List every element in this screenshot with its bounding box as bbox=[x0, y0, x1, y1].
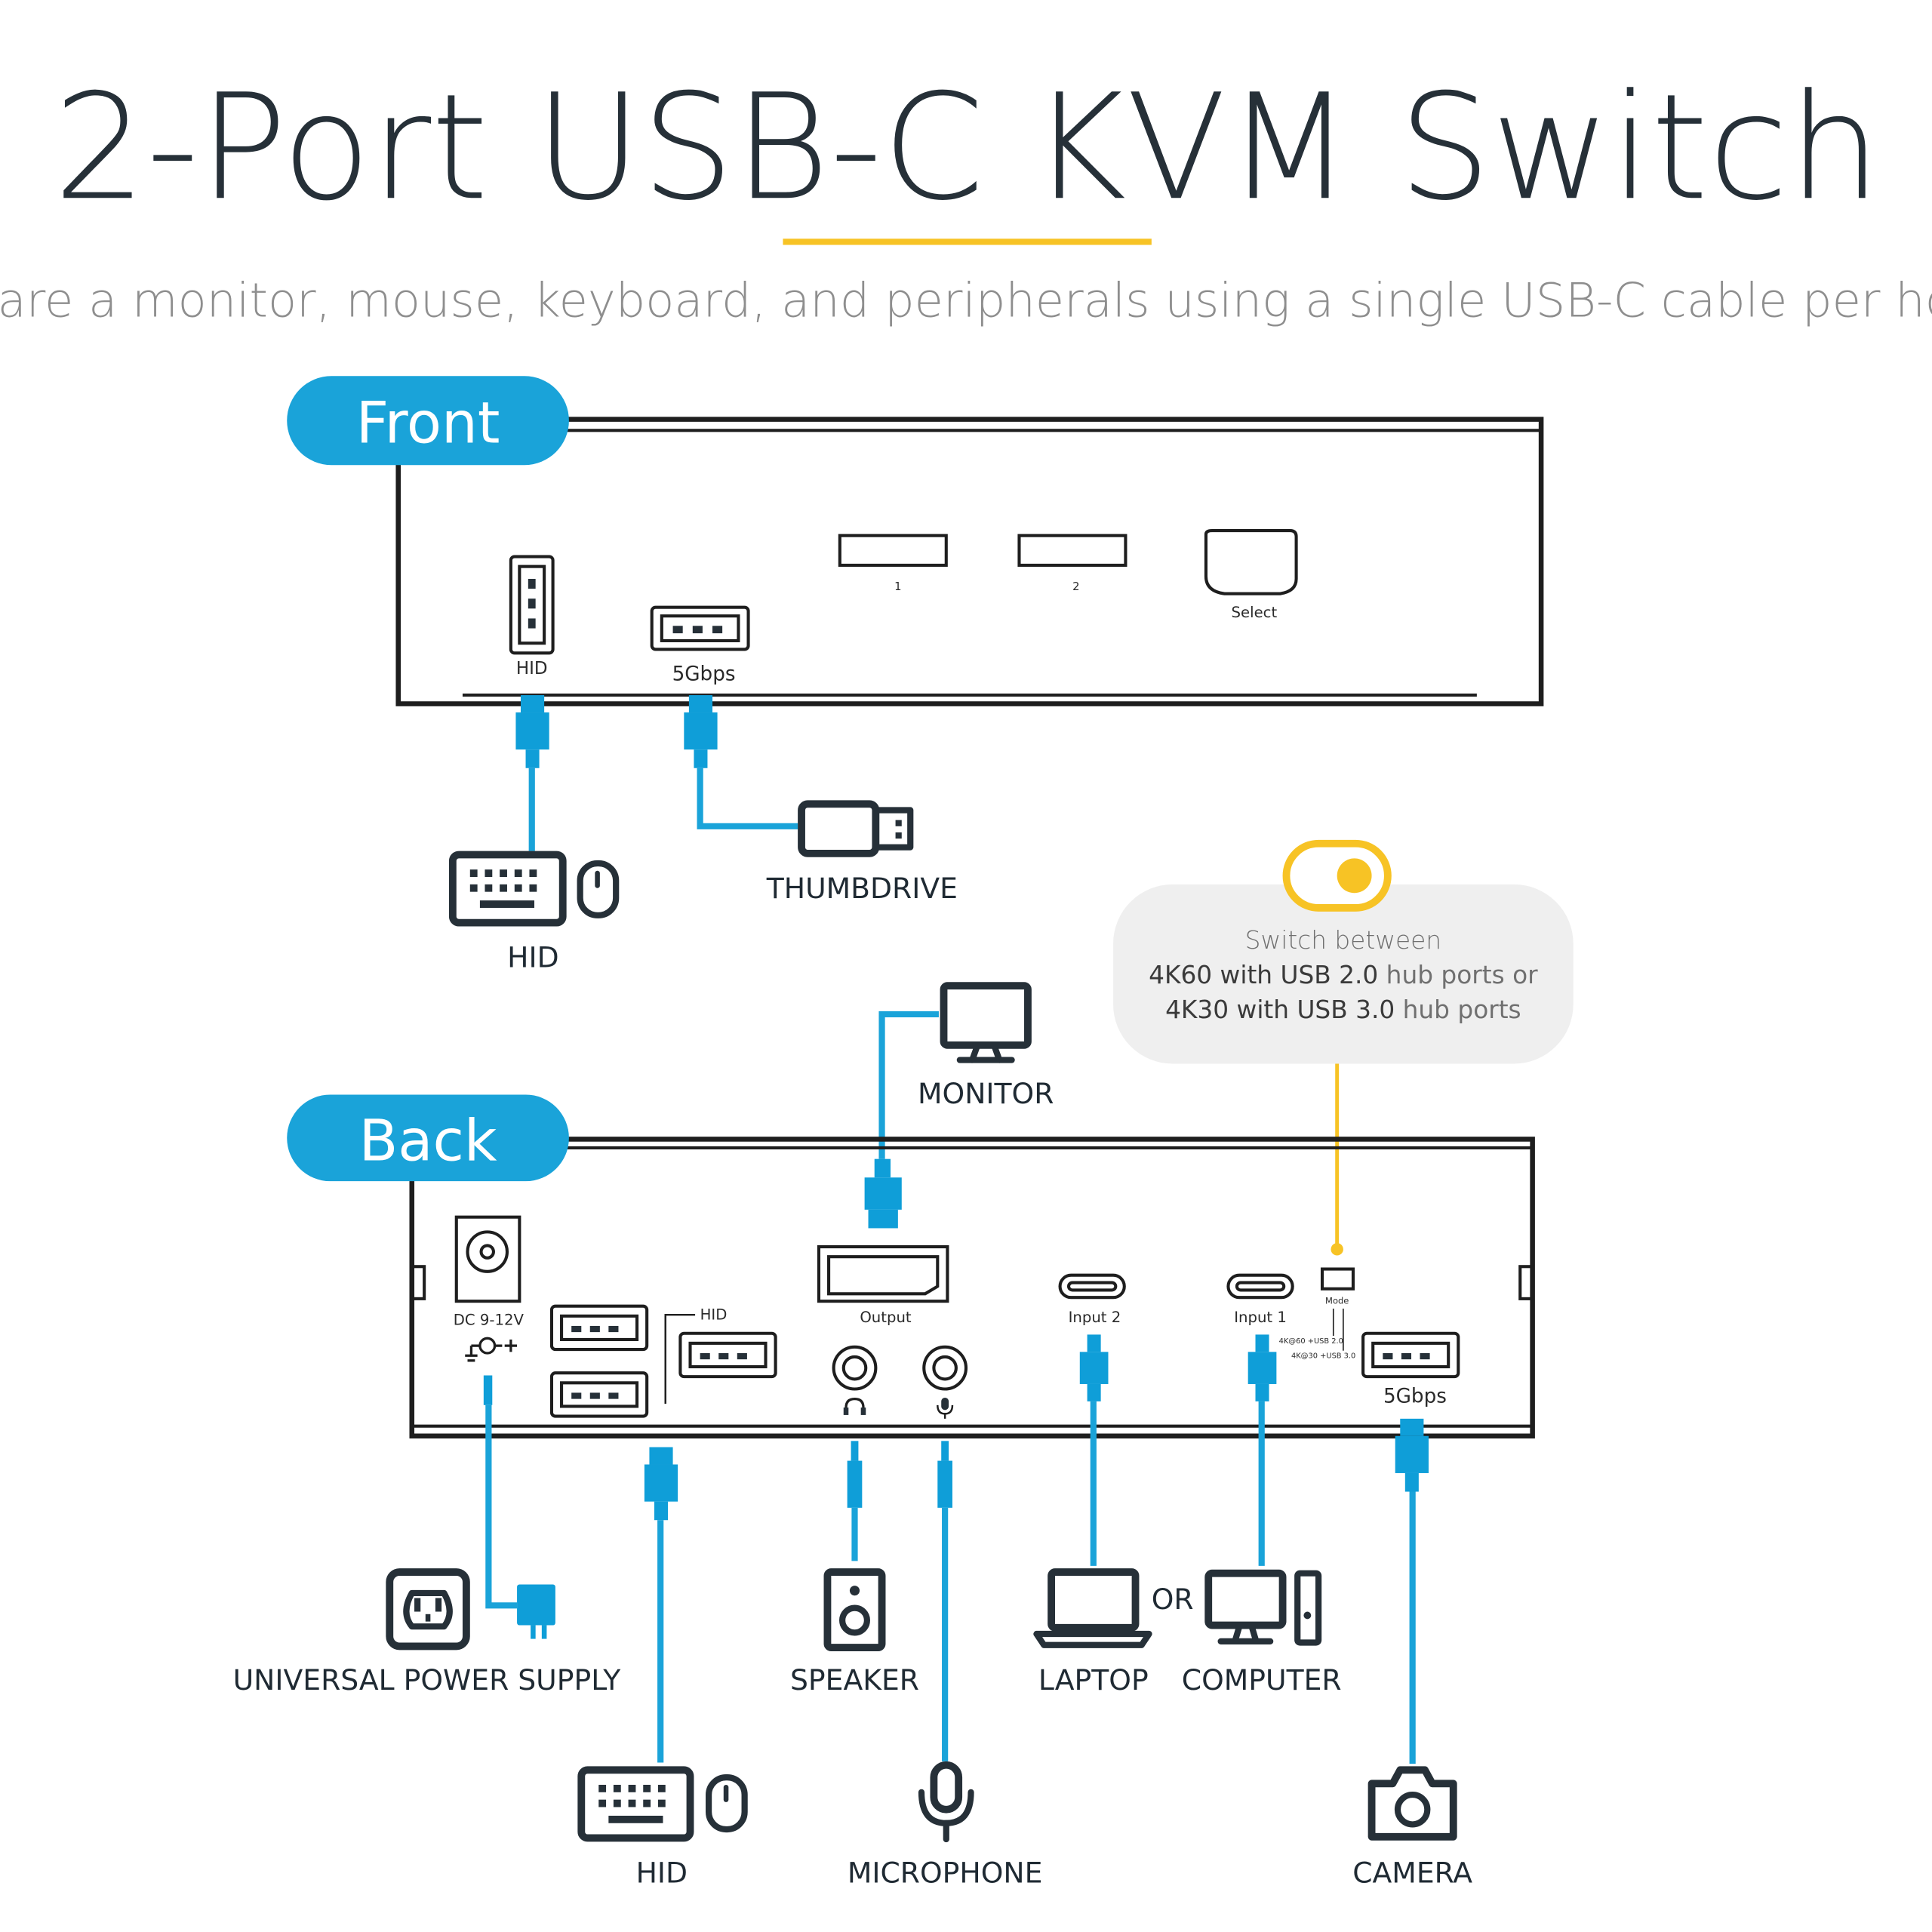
camera-device: CAMERA bbox=[1352, 1766, 1472, 1889]
camera-label: CAMERA bbox=[1352, 1856, 1472, 1889]
back-hid-port-top[interactable] bbox=[549, 1304, 649, 1352]
select-button[interactable] bbox=[1204, 529, 1298, 595]
mode-note-box bbox=[1113, 884, 1574, 1064]
mode-option-1: 4K@60 +USB 2.0 bbox=[1279, 1337, 1343, 1346]
headphone-jack[interactable] bbox=[832, 1345, 878, 1391]
microphone-label: MICROPHONE bbox=[848, 1856, 1043, 1889]
thumbdrive-icon bbox=[798, 800, 914, 857]
displayport-plug bbox=[864, 1158, 902, 1229]
input-1-port-inner bbox=[1235, 1281, 1286, 1292]
back-heading-pill bbox=[287, 1094, 569, 1182]
back-5gbps-port[interactable] bbox=[1361, 1331, 1460, 1379]
microphone-device: MICROPHONE bbox=[848, 1761, 1043, 1889]
toggle-icon bbox=[1282, 839, 1392, 912]
or-label: OR bbox=[1152, 1583, 1194, 1616]
mic-jack-icon bbox=[937, 1397, 954, 1419]
camera-icon bbox=[1367, 1766, 1457, 1841]
front-cables bbox=[515, 695, 798, 851]
port-1-button[interactable] bbox=[838, 534, 948, 568]
select-label: Select bbox=[1232, 604, 1278, 621]
computer-device: COMPUTER bbox=[1182, 1569, 1342, 1697]
back-hid-port-bottom[interactable] bbox=[549, 1371, 649, 1418]
keyboard-icon bbox=[448, 851, 567, 927]
laptop-label: LAPTOP bbox=[1038, 1663, 1149, 1697]
back-heading: Back bbox=[359, 1107, 497, 1174]
dc-polarity-icon bbox=[465, 1337, 518, 1362]
back-right-tab bbox=[1518, 1265, 1534, 1300]
desktop-computer-icon bbox=[1204, 1569, 1322, 1646]
outlet-icon bbox=[386, 1568, 470, 1651]
displayport-output[interactable] bbox=[817, 1244, 949, 1303]
power-adapter-icon bbox=[517, 1584, 555, 1639]
front-5gbps-port[interactable] bbox=[650, 605, 750, 651]
mode-note-line2: 4K60 with USB 2.0 hub ports or bbox=[1149, 961, 1538, 989]
mode-note-line3: 4K30 with USB 3.0 hub ports bbox=[1165, 995, 1521, 1024]
front-5gbps-label: 5Gbps bbox=[672, 663, 736, 685]
front-hid-device: HID bbox=[448, 851, 620, 974]
keyboard-icon bbox=[577, 1766, 694, 1842]
port-2-label: 2 bbox=[1072, 580, 1079, 593]
front-chassis bbox=[395, 417, 1544, 706]
microphone-icon bbox=[918, 1761, 974, 1843]
port-2-button[interactable] bbox=[1017, 534, 1128, 568]
back-hid-port-right[interactable] bbox=[678, 1331, 777, 1379]
monitor-label: MONITOR bbox=[918, 1077, 1054, 1110]
page-title: 2-Port USB-C KVM Switch bbox=[54, 62, 1881, 232]
mode-note-line1: Switch between bbox=[1245, 926, 1441, 955]
speaker-icon bbox=[823, 1568, 886, 1651]
mic-jack[interactable] bbox=[922, 1345, 968, 1391]
dc-label: DC 9-12V bbox=[454, 1311, 525, 1328]
mouse-icon bbox=[706, 1774, 748, 1833]
mode-note: Switch between 4K60 with USB 2.0 hub por… bbox=[1113, 839, 1574, 1256]
speaker-label: SPEAKER bbox=[790, 1663, 919, 1697]
input-2-port[interactable] bbox=[1058, 1273, 1126, 1300]
port-1-label: 1 bbox=[894, 580, 901, 593]
thumbdrive-label: THUMBDRIVE bbox=[766, 872, 958, 905]
input-1-port[interactable] bbox=[1226, 1273, 1294, 1300]
mouse-icon bbox=[577, 860, 620, 918]
monitor-cable bbox=[878, 1011, 939, 1159]
mode-note-dot bbox=[1331, 1243, 1343, 1256]
front-hid-device-label: HID bbox=[507, 941, 558, 974]
monitor-device: MONITOR bbox=[918, 982, 1054, 1110]
mode-label: Mode bbox=[1325, 1295, 1349, 1306]
page-subtitle: Share a monitor, mouse, keyboard, and pe… bbox=[0, 273, 1932, 328]
back-cables bbox=[483, 1334, 1429, 1764]
laptop-device: LAPTOP bbox=[1033, 1568, 1152, 1697]
back-panel: Back DC 9-12V bbox=[287, 1094, 1535, 1439]
back-chassis bbox=[409, 1137, 1535, 1439]
power-supply-label: UNIVERSAL POWER SUPPLY bbox=[233, 1663, 622, 1697]
back-hid-device: HID bbox=[577, 1766, 748, 1889]
input-2-port-inner bbox=[1066, 1281, 1118, 1292]
back-left-tab bbox=[410, 1265, 426, 1300]
speaker-device: SPEAKER bbox=[790, 1568, 919, 1697]
front-heading: Front bbox=[356, 390, 500, 457]
headphone-icon bbox=[843, 1397, 866, 1415]
input-1-label: Input 1 bbox=[1234, 1309, 1287, 1326]
back-hid-device-label: HID bbox=[636, 1856, 688, 1889]
input-2-label: Input 2 bbox=[1069, 1309, 1121, 1326]
back-5gbps-label: 5Gbps bbox=[1383, 1386, 1447, 1408]
power-supply-device: UNIVERSAL POWER SUPPLY bbox=[233, 1568, 622, 1697]
thumbdrive-device: THUMBDRIVE bbox=[766, 800, 958, 905]
mode-option-2: 4K@30 +USB 3.0 bbox=[1291, 1352, 1355, 1361]
dc-power-jack[interactable] bbox=[454, 1215, 521, 1303]
front-panel: Front HID 5Gbps 1 2 Select bbox=[287, 376, 1544, 706]
hid-bracket bbox=[664, 1313, 696, 1404]
front-heading-pill bbox=[287, 376, 569, 466]
back-hid-label: HID bbox=[700, 1306, 728, 1324]
monitor-icon bbox=[940, 982, 1032, 1063]
computer-label: COMPUTER bbox=[1182, 1663, 1342, 1697]
mode-switch[interactable] bbox=[1320, 1267, 1355, 1291]
output-label: Output bbox=[860, 1309, 912, 1326]
front-hid-port[interactable] bbox=[509, 555, 555, 655]
laptop-icon bbox=[1033, 1568, 1152, 1648]
front-hid-port-label: HID bbox=[516, 659, 548, 678]
title-underline bbox=[783, 238, 1152, 245]
